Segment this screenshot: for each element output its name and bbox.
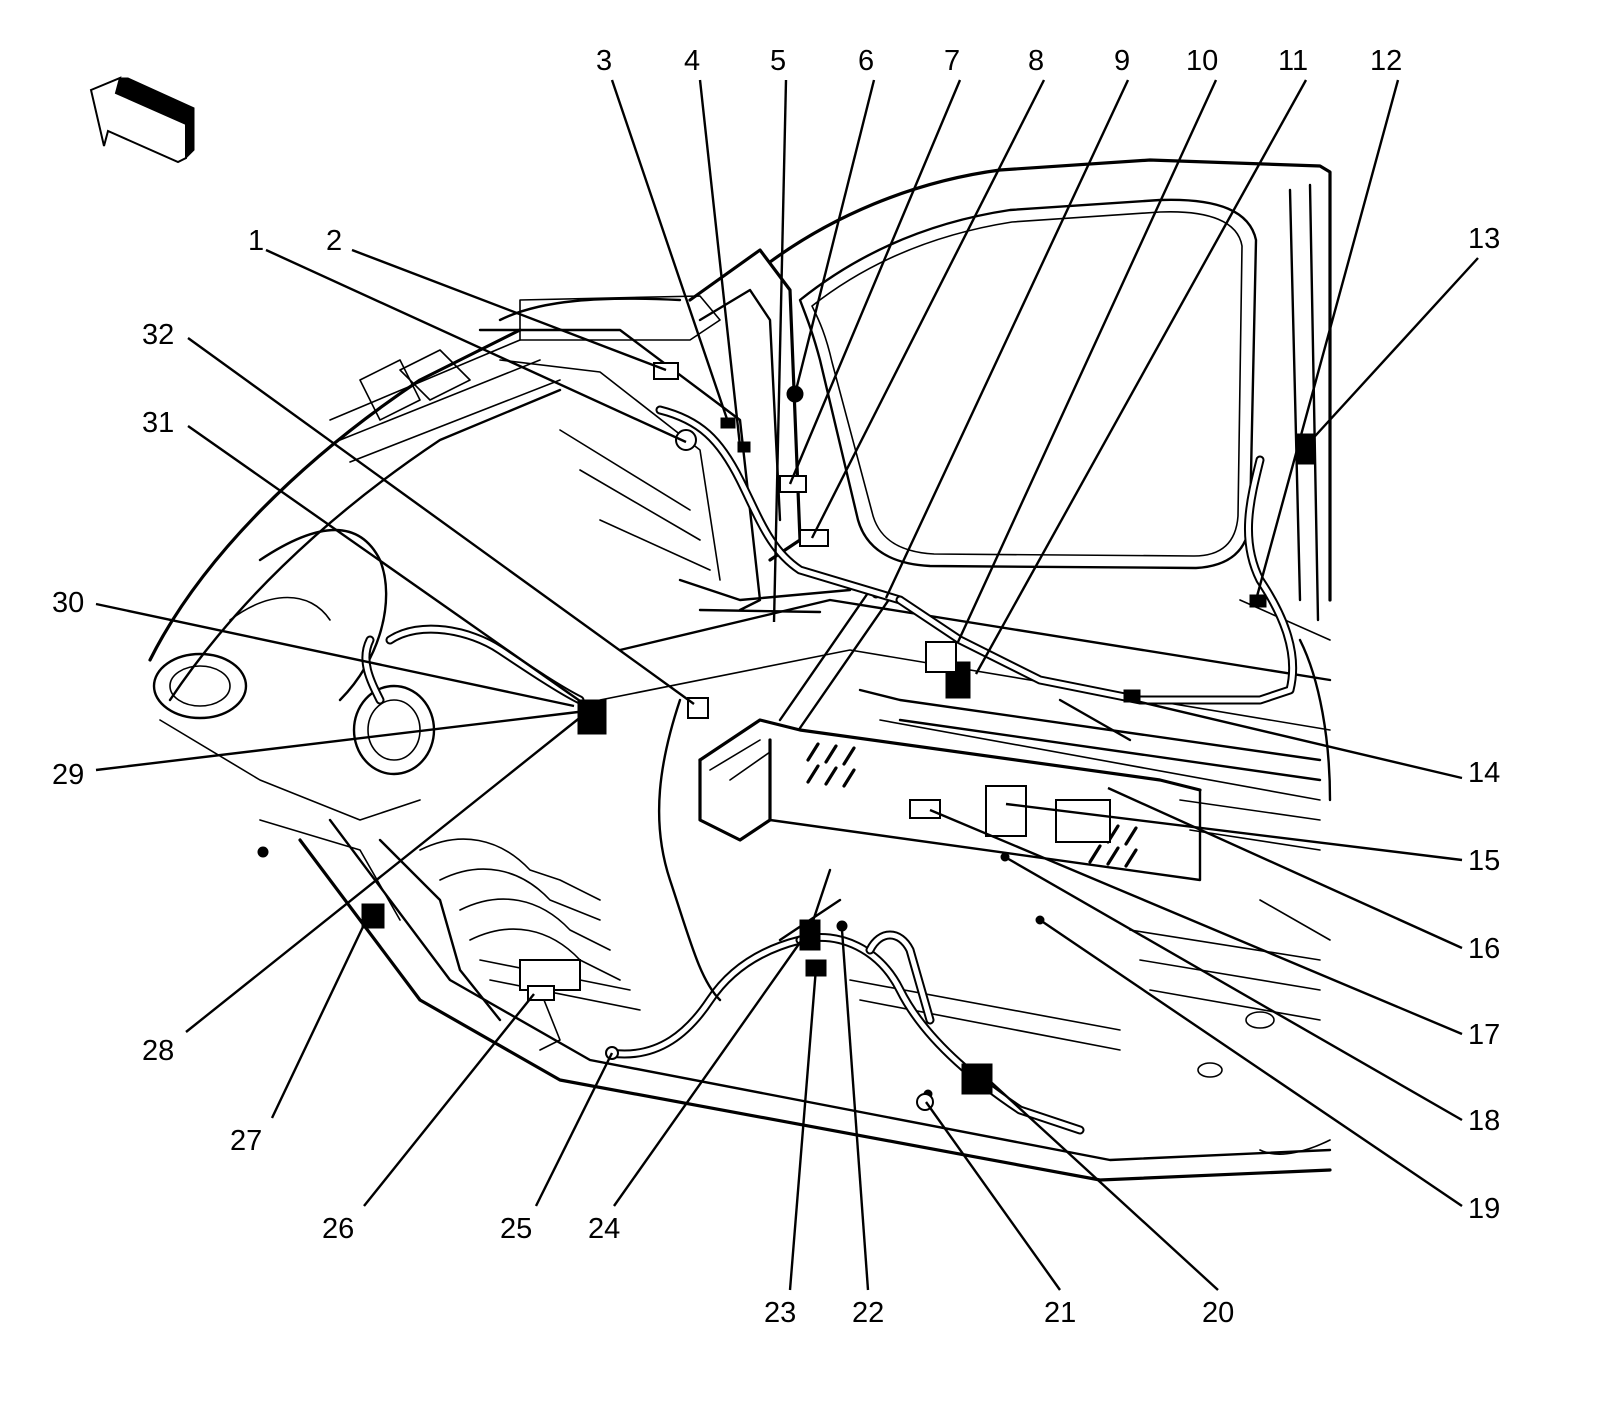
callout-10: 10 [1186,45,1218,77]
bracket-15 [985,785,1027,837]
leader-line-7 [788,79,962,485]
callout-5: 5 [770,45,786,77]
callout-28: 28 [142,1035,174,1067]
connector-3 [720,417,736,429]
callout-29: 29 [52,759,84,791]
leader-line-14 [1131,698,1463,780]
module-16 [1055,799,1111,843]
leader-line-24 [613,933,807,1207]
callout-20: 20 [1202,1297,1234,1329]
callout-7: 7 [944,45,960,77]
leader-line-17 [929,808,1463,1036]
leader-line-27 [270,911,372,1119]
leader-line-30 [95,602,575,708]
connector-27 [361,903,385,929]
forward-direction-arrow-icon [89,76,195,164]
callout-26: 26 [322,1213,354,1245]
leader-line-18 [1004,855,1463,1122]
grommet-1 [675,429,697,451]
callout-32: 32 [142,319,174,351]
leader-line-19 [1039,919,1463,1207]
callout-labels: 1 2 3 4 5 6 7 8 9 10 11 12 13 14 15 16 1… [52,45,1500,1329]
callout-2: 2 [326,225,342,257]
leader-line-20 [979,1071,1219,1291]
callout-17: 17 [1468,1019,1500,1051]
callout-24: 24 [588,1213,620,1245]
callout-21: 21 [1044,1297,1076,1329]
connector-24 [799,919,821,951]
leader-line-31 [187,425,591,709]
leader-line-10 [956,79,1218,643]
leader-line-6 [793,79,876,395]
callout-27: 27 [230,1125,262,1157]
vehicle-floor-structure [148,158,1332,1182]
leader-line-16 [1107,786,1463,950]
harness-components [361,362,1315,1111]
connector-11 [1123,689,1141,703]
leader-line-25 [534,1052,614,1207]
callout-31: 31 [142,407,174,439]
callout-11: 11 [1278,45,1308,77]
callout-30: 30 [52,587,84,619]
stud-22 [836,920,848,932]
leader-line-22 [840,929,870,1291]
leader-line-15 [1005,802,1463,862]
leader-line-23 [788,967,818,1291]
callout-22: 22 [852,1297,884,1329]
leader-line-4 [698,79,742,447]
callout-18: 18 [1468,1105,1500,1137]
leader-line-13 [1305,257,1479,447]
callout-16: 16 [1468,933,1500,965]
connector-4 [737,441,751,453]
leader-line-11 [974,79,1308,675]
leader-line-29 [95,710,579,772]
callout-9: 9 [1114,45,1130,77]
callout-19: 19 [1468,1193,1500,1225]
leader-line-12 [1254,79,1400,601]
callout-1: 1 [248,225,264,257]
connector-7 [799,529,829,547]
leader-line-1 [265,248,687,444]
connector-26 [527,985,555,1001]
callout-23: 23 [764,1297,796,1329]
callout-4: 4 [684,45,700,77]
leader-line-21 [925,1101,1061,1291]
leader-line-26 [363,993,535,1207]
leader-lines [95,79,1479,1291]
leader-line-2 [351,248,667,372]
bracket-8 [925,641,957,673]
leader-line-28 [185,715,583,1033]
leader-line-32 [187,337,695,705]
connector-2 [653,362,679,380]
leader-line-8 [810,79,1046,539]
callout-13: 13 [1468,223,1500,255]
leader-line-5 [772,79,788,623]
callout-15: 15 [1468,845,1500,877]
leader-line-9 [884,79,1130,599]
callout-14: 14 [1468,757,1500,789]
callout-25: 25 [500,1213,532,1245]
leader-line-3 [610,79,730,423]
callout-8: 8 [1028,45,1044,77]
connector-17 [909,799,941,819]
callout-6: 6 [858,45,874,77]
callout-3: 3 [596,45,612,77]
callout-12: 12 [1370,45,1402,77]
